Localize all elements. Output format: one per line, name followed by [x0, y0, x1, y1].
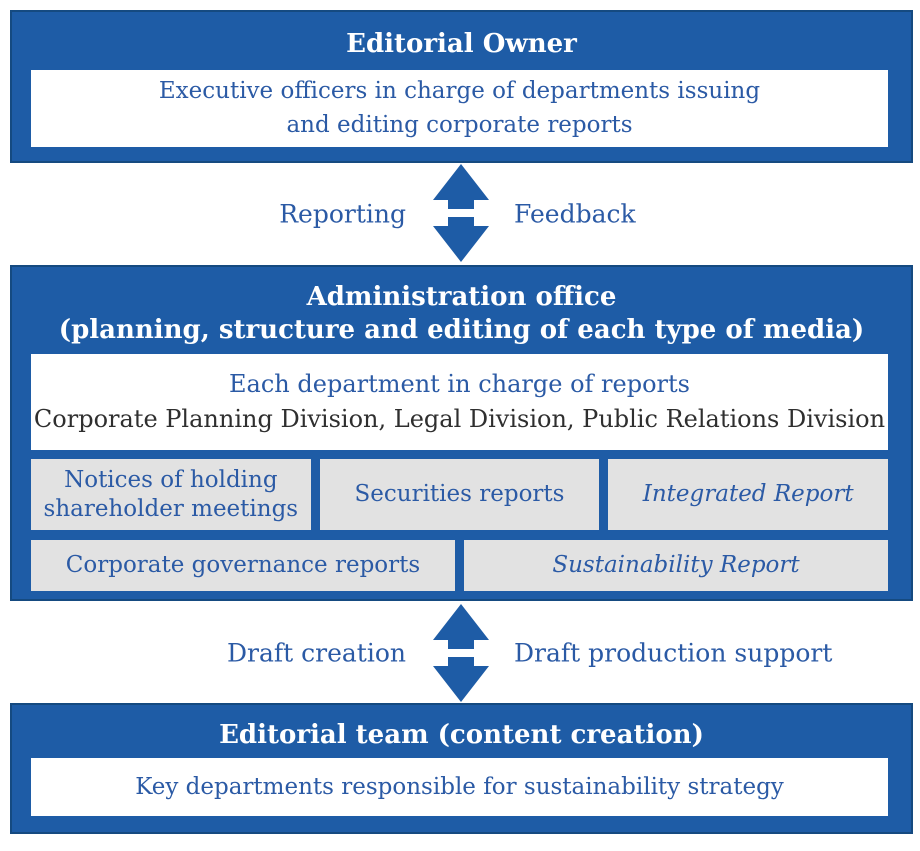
report-chips-row-2: Corporate governance reports Sustainabil… [31, 540, 888, 591]
administration-office-title-line1: Administration office [306, 282, 617, 312]
editorial-owner-description-line1: Executive officers in charge of departme… [158, 78, 761, 105]
chip-corporate-governance-reports: Corporate governance reports [31, 540, 455, 591]
draft-arrow-zone: Draft creation Draft production support [0, 604, 920, 702]
editorial-team-title: Editorial team (content creation) [219, 720, 704, 750]
departments-panel: Each department in charge of reports Cor… [31, 354, 888, 450]
editorial-owner-description: Executive officers in charge of departme… [31, 70, 888, 147]
departments-heading: Each department in charge of reports [229, 369, 690, 398]
chip-integrated-report: Integrated Report [608, 459, 889, 530]
draft-production-support-label: Draft production support [514, 638, 833, 668]
report-chips-row-1: Notices of holding shareholder meetings … [31, 459, 889, 530]
administration-office-box: Administration office (planning, structu… [10, 265, 913, 601]
editorial-team-description: Key departments responsible for sustaina… [31, 758, 888, 816]
editorial-owner-box: Editorial Owner Executive officers in ch… [10, 10, 913, 163]
editorial-owner-title: Editorial Owner [346, 29, 577, 59]
editorial-team-description-text: Key departments responsible for sustaina… [135, 774, 784, 800]
editorial-team-box: Editorial team (content creation) Key de… [10, 703, 913, 834]
departments-list: Corporate Planning Division, Legal Divis… [33, 405, 886, 434]
editorial-owner-description-line2: and editing corporate reports [286, 111, 633, 138]
feedback-label: Feedback [514, 199, 636, 228]
up-down-arrow-icon [433, 164, 489, 262]
administration-office-title: Administration office (planning, structu… [12, 281, 911, 346]
up-down-arrow-icon [433, 604, 489, 702]
administration-office-title-line2: (planning, structure and editing of each… [58, 314, 865, 345]
chip-securities-reports: Securities reports [319, 459, 600, 530]
chip-shareholder-meeting-notices: Notices of holding shareholder meetings [31, 459, 311, 530]
reporting-feedback-arrow-zone: Reporting Feedback [0, 164, 920, 263]
reporting-label: Reporting [279, 199, 406, 228]
chip-sustainability-report: Sustainability Report [464, 540, 888, 591]
draft-creation-label: Draft creation [227, 638, 406, 668]
